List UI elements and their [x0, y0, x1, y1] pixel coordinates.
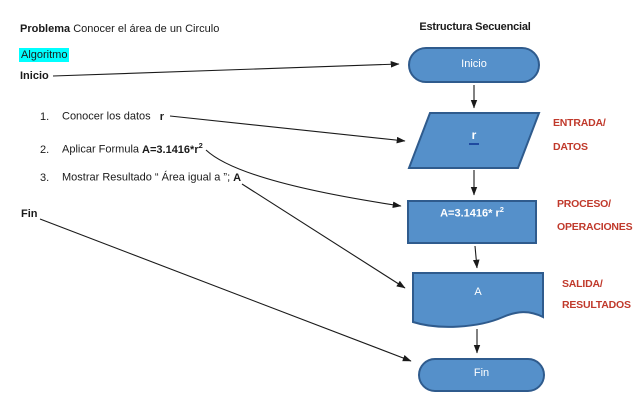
- algoritmo-highlight: Algoritmo: [19, 48, 70, 62]
- step-text-bold: A: [233, 171, 242, 184]
- step-text: Mostrar Resultado “ Área igual a ”;: [62, 171, 231, 184]
- output-node-label: A: [474, 286, 482, 298]
- problem-text: Conocer el área de un Circulo: [73, 23, 220, 35]
- process-node-superscript: 2: [499, 205, 504, 214]
- end-node: [418, 358, 545, 392]
- annotation-datos: DATOS: [553, 141, 588, 153]
- arrow-step1-to-input: [169, 115, 406, 144]
- step-text: Aplicar Formula: [62, 143, 140, 156]
- problem-label: Problema: [20, 23, 71, 35]
- flowchart-title: Estructura Secuencial: [419, 21, 531, 33]
- step-text: Conocer los datos: [62, 110, 157, 123]
- step-text-bold: r: [159, 110, 165, 123]
- connector-process-to-output: [472, 245, 480, 269]
- arrow-step3-to-output: [241, 183, 406, 289]
- annotation-proceso: PROCESO/: [557, 198, 611, 210]
- step-superscript: 2: [198, 141, 203, 150]
- step-item-1: 1. Conocer los datos r: [40, 108, 164, 123]
- process-node: [407, 200, 537, 244]
- output-node: [412, 272, 544, 328]
- annotation-salida: SALIDA/: [562, 278, 603, 290]
- end-node-label: Fin: [473, 367, 490, 379]
- problem-line: Problema Conocer el área de un Circulo: [20, 23, 219, 35]
- start-node-label: Inicio: [461, 58, 487, 70]
- annotation-operaciones: OPERACIONES: [557, 221, 633, 233]
- arrow-fin-text-to-end: [39, 218, 412, 362]
- input-node-label-wrap: r: [409, 128, 539, 145]
- algoritmo-line: Algoritmo: [19, 45, 70, 63]
- step-item-3: 3. Mostrar Resultado “ Área igual a ”;A: [40, 169, 241, 184]
- arrow-inicio-text-to-start: [52, 60, 400, 77]
- annotation-entrada: ENTRADA/: [553, 117, 606, 129]
- process-node-label-wrap: A=3.1416* r2: [407, 205, 537, 220]
- process-node-label: A=3.1416* r: [440, 207, 500, 220]
- inicio-text: Inicio: [20, 70, 49, 82]
- step-number: 1.: [40, 110, 50, 123]
- step-number: 3.: [40, 171, 50, 184]
- step-number: 2.: [40, 143, 50, 156]
- fin-text: Fin: [21, 208, 38, 220]
- step-text-bold: A=3.1416*r: [142, 143, 199, 156]
- start-node: [408, 47, 540, 83]
- input-node-label: r: [468, 128, 480, 145]
- annotation-resultados: RESULTADOS: [562, 299, 631, 311]
